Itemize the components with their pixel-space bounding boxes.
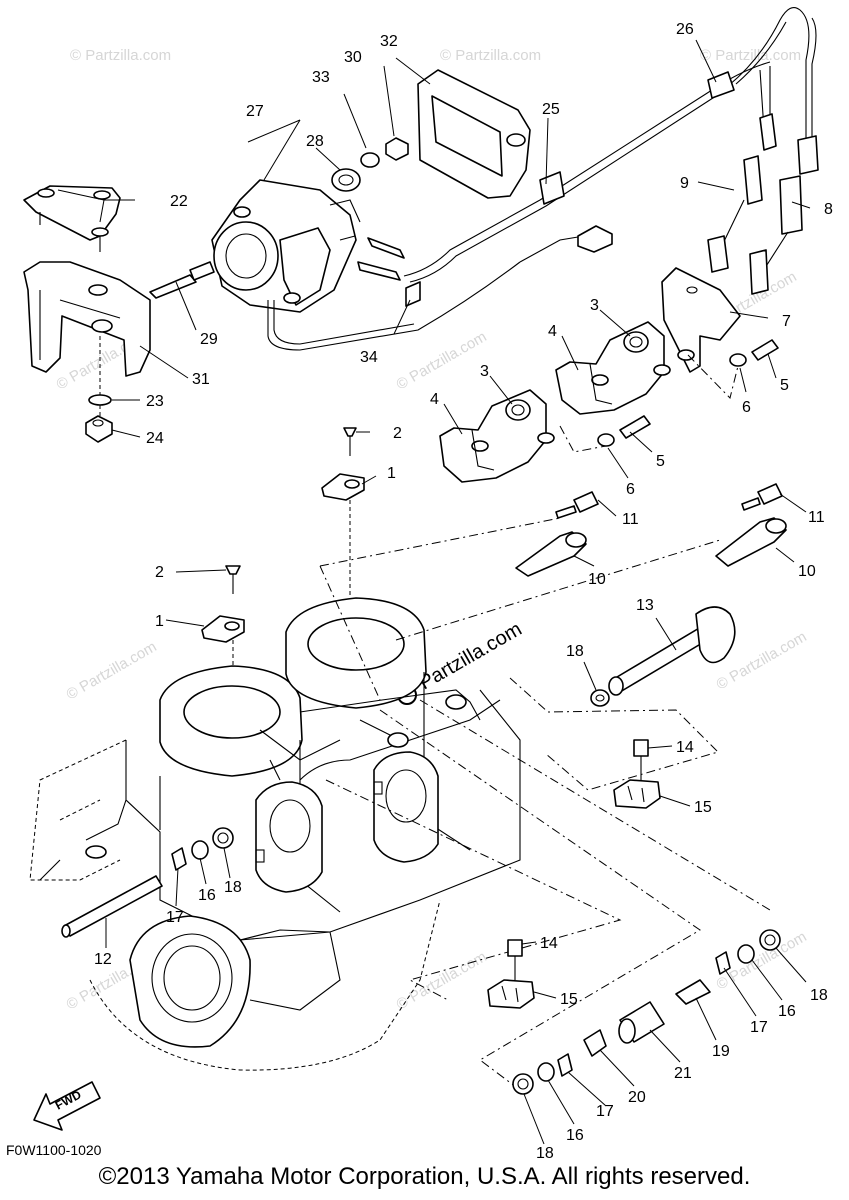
callout-18: 18 bbox=[810, 987, 828, 1004]
watermark-main: Partzilla.com bbox=[416, 618, 526, 694]
valve-holder-upper bbox=[509, 677, 719, 809]
diagram-code: F0W1100-1020 bbox=[6, 1142, 102, 1158]
callout-19: 19 bbox=[712, 1043, 730, 1060]
callout-6: 6 bbox=[742, 399, 751, 416]
callout-13: 13 bbox=[636, 597, 654, 614]
bolts-and-washers bbox=[559, 339, 779, 453]
screws-and-clips bbox=[201, 427, 365, 680]
callout-16: 16 bbox=[566, 1127, 584, 1144]
callout-14: 14 bbox=[676, 739, 694, 756]
valve-pin bbox=[61, 875, 163, 938]
exhaust-valve-cover-lower bbox=[439, 389, 555, 483]
callout-9: 9 bbox=[680, 175, 689, 192]
callout-22: 22 bbox=[170, 193, 188, 210]
callout-31: 31 bbox=[192, 371, 210, 388]
callout-5: 5 bbox=[656, 453, 665, 470]
callout-7: 7 bbox=[782, 313, 791, 330]
callout-30: 30 bbox=[344, 49, 362, 66]
callout-25: 25 bbox=[542, 101, 560, 118]
callout-28: 28 bbox=[306, 133, 324, 150]
bracket-assembly bbox=[23, 185, 151, 443]
callout-6: 6 bbox=[626, 481, 635, 498]
callout-5: 5 bbox=[780, 377, 789, 394]
watermark: © Partzilla.com bbox=[394, 328, 490, 393]
callout-20: 20 bbox=[628, 1089, 646, 1106]
watermark: © Partzilla.com bbox=[64, 638, 160, 703]
servo-motor bbox=[211, 137, 409, 313]
small-parts-lower bbox=[512, 929, 781, 1095]
callout-17: 17 bbox=[750, 1019, 768, 1036]
callout-8: 8 bbox=[824, 201, 833, 218]
callout-33: 33 bbox=[312, 69, 330, 86]
callout-10: 10 bbox=[588, 571, 606, 588]
callout-18: 18 bbox=[566, 643, 584, 660]
callout-24: 24 bbox=[146, 430, 164, 447]
control-cables bbox=[267, 7, 819, 351]
callout-4: 4 bbox=[548, 323, 557, 340]
pulley-cover bbox=[417, 69, 531, 199]
fwd-arrow: FWD bbox=[33, 1081, 101, 1131]
callout-4: 4 bbox=[430, 391, 439, 408]
exhaust-valve-shaft bbox=[590, 606, 736, 707]
callout-labels: 1 1 2 2 3 3 4 4 5 5 6 6 7 8 9 10 10 11 1… bbox=[94, 21, 833, 1162]
callout-16: 16 bbox=[778, 1003, 796, 1020]
valve-holder-lower bbox=[487, 939, 535, 1009]
watermark: © Partzilla.com bbox=[700, 47, 801, 64]
callout-2: 2 bbox=[155, 564, 164, 581]
watermark: © Partzilla.com bbox=[394, 948, 490, 1013]
watermark: © Partzilla.com bbox=[70, 47, 171, 64]
copyright-notice: ©2013 Yamaha Motor Corporation, U.S.A. A… bbox=[98, 1163, 751, 1190]
callout-16: 16 bbox=[198, 887, 216, 904]
callout-17: 17 bbox=[596, 1103, 614, 1120]
callout-11: 11 bbox=[808, 509, 825, 526]
watermark-layer: © Partzilla.com © Partzilla.com © Partzi… bbox=[54, 47, 810, 1013]
callout-17: 17 bbox=[166, 909, 184, 926]
leader-lines bbox=[57, 39, 811, 1145]
callout-3: 3 bbox=[480, 363, 489, 380]
callout-10: 10 bbox=[798, 563, 816, 580]
exhaust-valve-cover-upper bbox=[555, 321, 671, 415]
callout-1: 1 bbox=[155, 613, 164, 630]
callout-32: 32 bbox=[380, 33, 398, 50]
callout-26: 26 bbox=[676, 21, 694, 38]
callout-18: 18 bbox=[536, 1145, 554, 1162]
callout-23: 23 bbox=[146, 393, 164, 410]
watermark: © Partzilla.com bbox=[440, 47, 541, 64]
callout-18: 18 bbox=[224, 879, 242, 896]
stud-bolt bbox=[149, 261, 215, 299]
callout-15: 15 bbox=[560, 991, 578, 1008]
callout-2: 2 bbox=[393, 425, 402, 442]
callout-15: 15 bbox=[694, 799, 712, 816]
assembly-lines bbox=[319, 517, 771, 1091]
callout-1: 1 bbox=[387, 465, 396, 482]
valve-levers bbox=[515, 483, 787, 577]
callout-14: 14 bbox=[540, 935, 558, 952]
callout-29: 29 bbox=[200, 331, 218, 348]
callout-12: 12 bbox=[94, 951, 112, 968]
callout-11: 11 bbox=[622, 511, 639, 528]
crankcase-block bbox=[29, 597, 521, 1071]
cable-bracket bbox=[661, 267, 741, 373]
callout-3: 3 bbox=[590, 297, 599, 314]
callout-21: 21 bbox=[674, 1065, 692, 1082]
callout-27: 27 bbox=[246, 103, 264, 120]
callout-34: 34 bbox=[360, 349, 378, 366]
